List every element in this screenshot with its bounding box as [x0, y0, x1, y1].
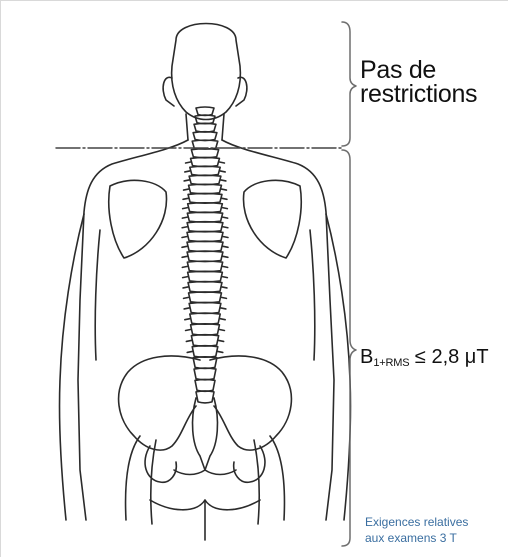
spine-icon — [182, 107, 228, 403]
transverse-process — [221, 308, 226, 309]
b1rms-limit-label: B1+RMS ≤ 2,8 μT — [360, 346, 489, 369]
vertebra — [188, 203, 223, 213]
b1rms-value: ≤ 2,8 μT — [415, 346, 489, 368]
transverse-process — [185, 319, 190, 320]
transverse-process — [223, 227, 228, 228]
vertebra — [188, 193, 222, 203]
transverse-process — [185, 171, 190, 172]
vertebra — [191, 335, 218, 346]
transverse-process — [183, 198, 188, 199]
transverse-process — [223, 236, 228, 237]
no-restrictions-label: Pas de restrictions — [360, 58, 477, 106]
transverse-process — [182, 246, 187, 247]
vertebra — [193, 132, 217, 141]
transverse-process — [222, 198, 227, 199]
transverse-process — [184, 180, 189, 181]
transverse-process — [183, 287, 188, 288]
transverse-process — [221, 189, 226, 190]
transverse-process — [222, 208, 227, 209]
vertebra — [187, 222, 223, 232]
transverse-process — [182, 227, 187, 228]
right-arm — [326, 214, 351, 520]
vertebra — [187, 212, 222, 222]
vertebra — [191, 149, 218, 158]
transverse-process — [219, 329, 224, 330]
transverse-process — [186, 162, 191, 163]
transverse-process — [222, 287, 227, 288]
neck-outline — [186, 114, 224, 140]
vertebra — [195, 379, 215, 391]
vertebra — [194, 368, 216, 380]
transverse-process — [220, 319, 225, 320]
vertebra — [192, 346, 218, 358]
vertebra — [191, 157, 220, 166]
vertebra — [191, 324, 220, 335]
transverse-process — [184, 308, 189, 309]
pelvis-icon — [119, 356, 292, 524]
transverse-process — [184, 189, 189, 190]
vertebra — [187, 241, 223, 251]
transverse-process — [221, 297, 226, 298]
transverse-process — [221, 180, 226, 181]
transverse-process — [184, 297, 189, 298]
vertebra — [187, 261, 222, 272]
transverse-process — [187, 351, 192, 352]
no-restrictions-line2: restrictions — [360, 82, 477, 106]
vertebra — [189, 184, 222, 194]
left-scapula — [109, 180, 167, 258]
transverse-process — [223, 217, 228, 218]
caption-line2: aux examens 3 T — [365, 530, 468, 546]
transverse-process — [219, 340, 224, 341]
vertebra — [188, 271, 223, 282]
vertebra — [188, 282, 222, 293]
transverse-process — [223, 256, 228, 257]
vertebra — [196, 107, 214, 116]
caption-line1: Exigences relatives — [365, 514, 468, 530]
torso-outline — [78, 140, 334, 520]
head-outline — [172, 24, 241, 120]
transverse-process — [223, 266, 228, 267]
transverse-process — [182, 217, 187, 218]
transverse-process — [186, 329, 191, 330]
vertebra — [190, 313, 220, 324]
b1rms-subscript: 1+RMS — [373, 357, 409, 369]
transverse-process — [218, 351, 223, 352]
vertebra — [190, 166, 220, 175]
transverse-process — [219, 162, 224, 163]
vertebra — [194, 123, 216, 132]
vertebra — [189, 302, 221, 313]
right-scapula — [243, 180, 301, 258]
b1rms-symbol: B — [360, 346, 373, 368]
transverse-process — [183, 208, 188, 209]
vertebra — [187, 231, 223, 241]
transverse-process — [183, 277, 188, 278]
vertebra — [187, 251, 223, 261]
vertebra — [189, 292, 222, 303]
vertebra — [189, 175, 221, 184]
transverse-process — [223, 246, 228, 247]
upper-bracket — [342, 22, 356, 146]
transverse-process — [182, 236, 187, 237]
transverse-process — [220, 171, 225, 172]
no-restrictions-line1: Pas de — [360, 58, 477, 82]
transverse-process — [186, 340, 191, 341]
transverse-process — [182, 256, 187, 257]
transverse-process — [222, 277, 227, 278]
vertebra — [196, 391, 214, 403]
transverse-process — [182, 266, 187, 267]
caption: Exigences relatives aux examens 3 T — [365, 514, 468, 546]
